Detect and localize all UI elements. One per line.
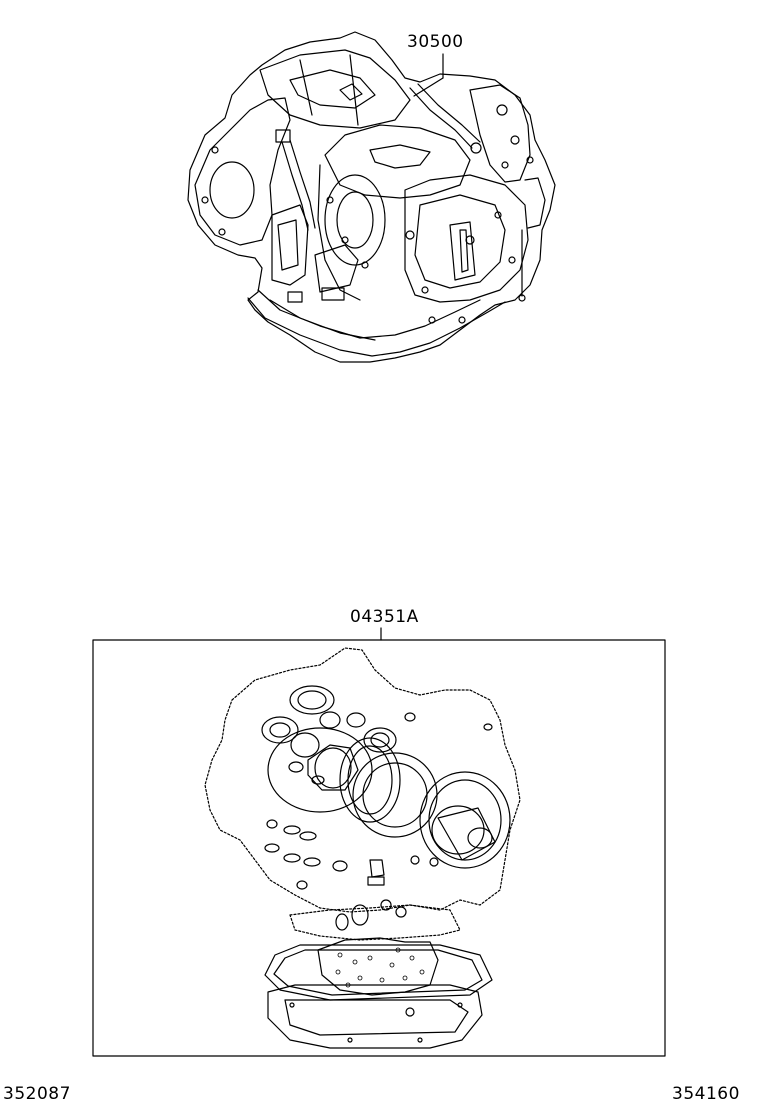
o-rings <box>264 761 439 931</box>
disc-gasket <box>352 752 438 838</box>
case-gasket <box>204 647 521 913</box>
transmission-housing-outline <box>187 31 556 363</box>
leader-line-30500-tip <box>413 77 444 97</box>
oil-pan <box>247 297 506 357</box>
oil-pan-gasket <box>264 944 493 1001</box>
footer-right-code: 354160 <box>672 1084 740 1104</box>
valve-body-gasket <box>317 937 439 996</box>
footer-left-code: 352087 <box>3 1084 71 1104</box>
gasket-kit-drawing <box>92 627 666 1057</box>
part-number-30500: 30500 <box>407 32 464 52</box>
oil-seals <box>261 685 493 758</box>
ring-gasket <box>267 727 373 813</box>
oil-pump-seal <box>419 771 511 869</box>
transmission-assembly-drawing <box>187 31 556 363</box>
bell-housing <box>194 97 291 246</box>
gasket-kit-frame <box>92 639 666 1057</box>
part-number-04351a: 04351A <box>350 607 419 627</box>
oil-pan-lower <box>267 984 483 1049</box>
